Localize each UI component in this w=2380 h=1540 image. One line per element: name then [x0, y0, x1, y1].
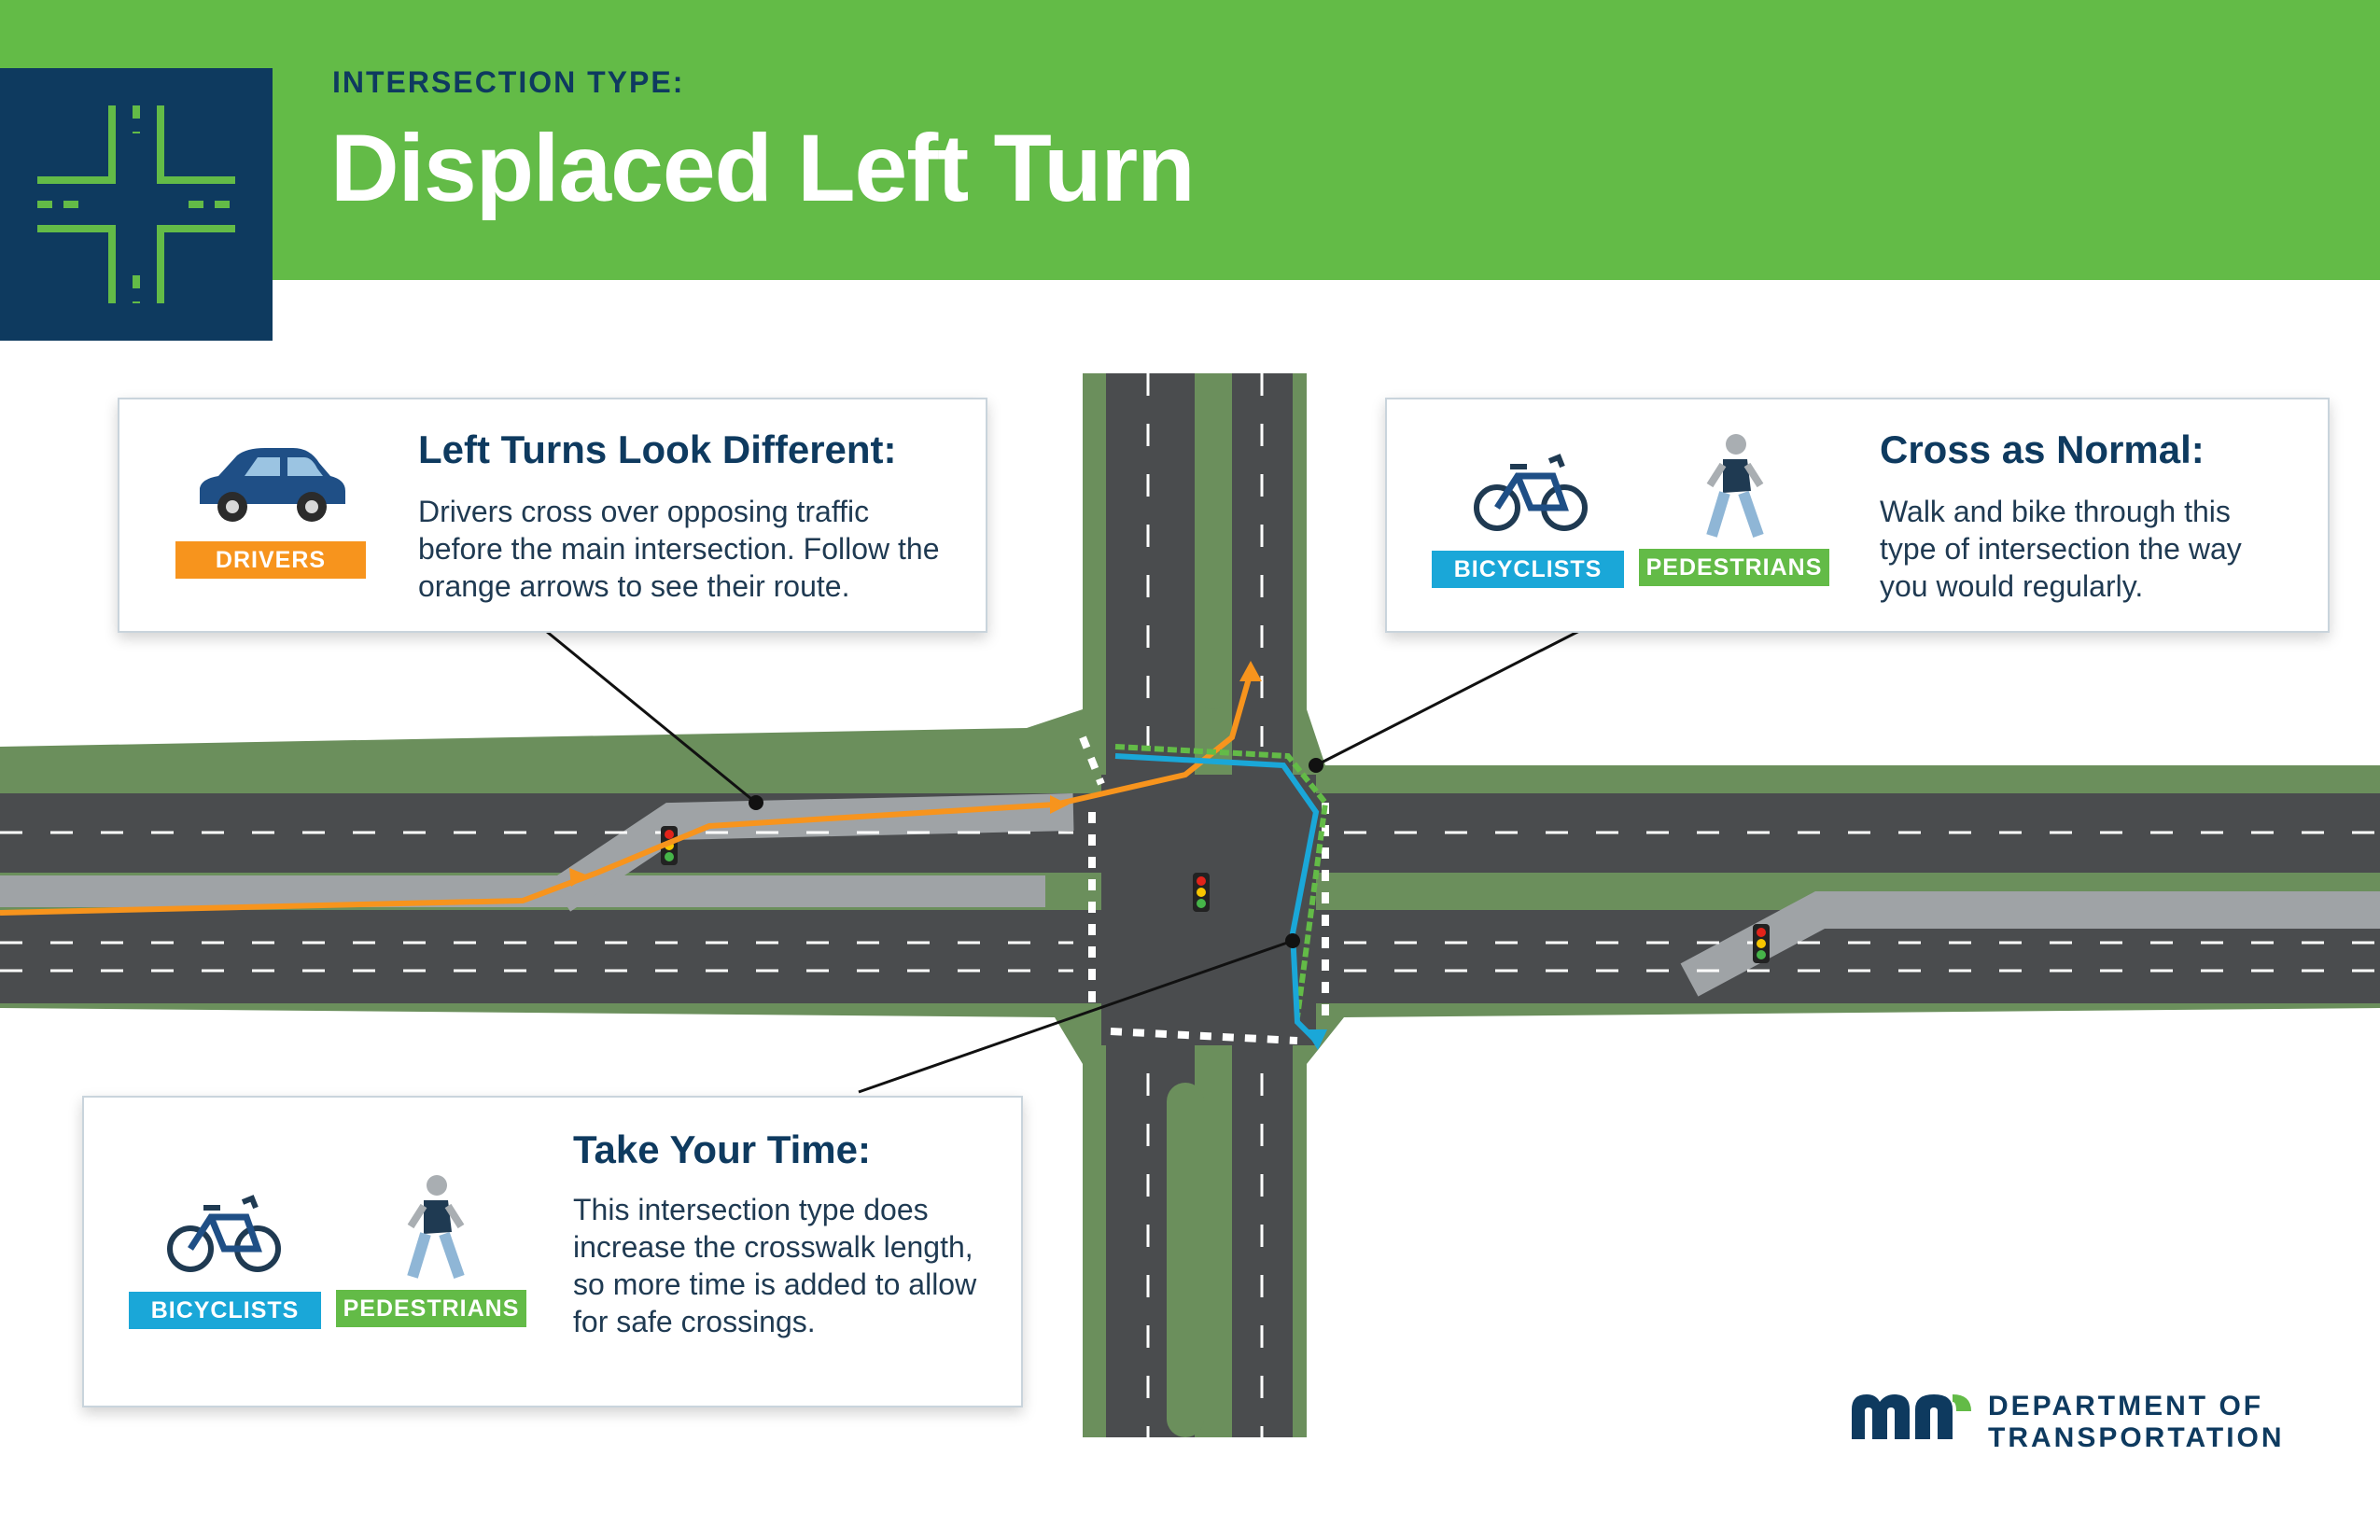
intersection-icon: [37, 105, 235, 303]
bicycle-icon: [1474, 454, 1588, 531]
driver-route-arrowhead: [1239, 661, 1262, 681]
pedestrians-tag: PEDESTRIANS: [1639, 549, 1829, 586]
drivers-title: Left Turns Look Different:: [418, 427, 897, 471]
department-line1: DEPARTMENT OF: [1988, 1391, 2264, 1421]
south-median: [1167, 1083, 1204, 1437]
time-callout: BICYCLISTS PEDESTRIANS Take Your Time: T…: [82, 1096, 1023, 1407]
department-line2: TRANSPORTATION: [1988, 1422, 2285, 1453]
intersection-type-label: INTERSECTION TYPE:: [332, 65, 685, 99]
mn-logo-icon: [1852, 1394, 1971, 1439]
traffic-signal-icon: [661, 826, 1770, 963]
north-median: [1197, 373, 1230, 709]
east-crossover-lane: [1680, 891, 2380, 997]
time-body: This intersection type does increase the…: [573, 1193, 977, 1338]
pedestrians-tag: PEDESTRIANS: [336, 1290, 526, 1327]
drivers-body: Drivers cross over opposing traffic befo…: [418, 495, 940, 603]
pedestrian-icon: [407, 1175, 465, 1279]
intersection-type-icon: [0, 68, 273, 341]
bicycle-icon: [167, 1195, 281, 1272]
department-name: DEPARTMENT OF TRANSPORTATION: [1988, 1391, 2285, 1454]
header-band: [0, 0, 2380, 280]
drivers-tag: DRIVERS: [175, 541, 366, 579]
bicyclists-tag: BICYCLISTS: [1432, 551, 1624, 588]
pedestrian-icon: [1706, 434, 1764, 538]
bicycle-route: [1114, 753, 1320, 1043]
driver-route-arrow: [0, 671, 1253, 916]
car-icon: [200, 448, 345, 522]
bicyclists-tag: BICYCLISTS: [129, 1292, 321, 1329]
cross-body: Walk and bike through this type of inter…: [1880, 495, 2242, 603]
pedestrian-route: [1114, 744, 1329, 1018]
cross-title: Cross as Normal:: [1880, 427, 2205, 471]
time-title: Take Your Time:: [573, 1127, 871, 1171]
drivers-callout: DRIVERS Left Turns Look Different: Drive…: [118, 398, 987, 633]
cross-callout: BICYCLISTS PEDESTRIANS Cross as Normal: …: [1385, 398, 2330, 633]
page-title: Displaced Left Turn: [330, 115, 1196, 221]
